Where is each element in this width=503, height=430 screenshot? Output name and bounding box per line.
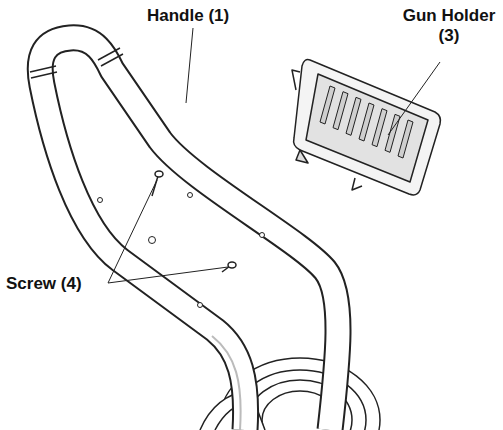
holder-rib <box>372 109 387 147</box>
holder-rib <box>385 114 400 152</box>
part-label: Screw (4) <box>6 274 106 294</box>
screw <box>152 171 236 272</box>
holder-rib <box>333 92 348 130</box>
gun-holder <box>292 60 440 195</box>
leader-line <box>108 28 440 283</box>
holder-rib <box>359 103 374 141</box>
holder-rib <box>398 120 413 158</box>
part-label: Gun Holder (3) <box>400 6 498 46</box>
handle-tube <box>30 38 338 430</box>
holder-rib <box>346 97 361 135</box>
part-label: Handle (1) <box>147 6 287 26</box>
holder-rib <box>320 86 335 124</box>
